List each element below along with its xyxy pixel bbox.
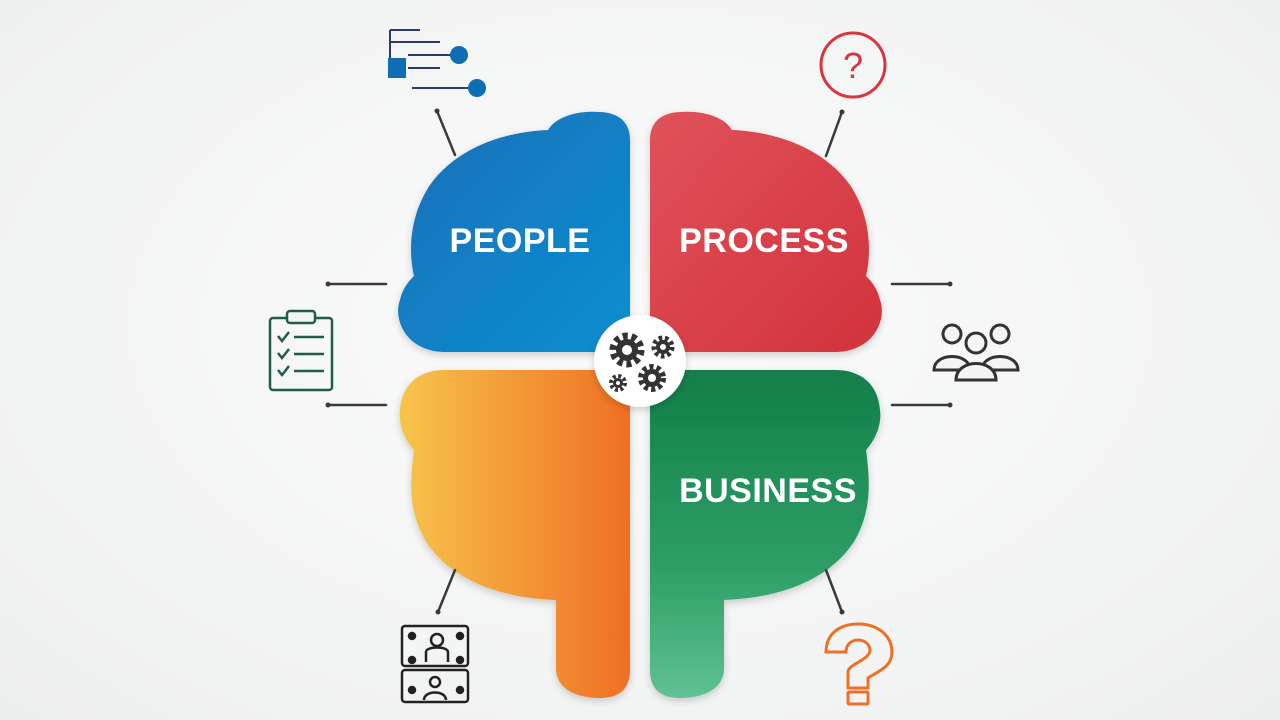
org-chart-icon	[388, 29, 486, 97]
business-label: BUSINESS	[679, 472, 857, 510]
business-quadrant: BUSINESS	[650, 370, 881, 698]
question-circle-icon: ?	[819, 31, 887, 99]
orange-quadrant	[399, 370, 630, 698]
connector-top-right	[824, 110, 844, 158]
svg-text:?: ?	[843, 45, 863, 86]
connectors	[325, 108, 953, 615]
clipboard-checklist-icon	[268, 309, 334, 392]
meeting-board-icon	[400, 624, 470, 704]
process-quadrant: PROCESS	[650, 111, 882, 352]
business-shape	[650, 370, 881, 698]
people-shape	[398, 111, 630, 352]
gears-icon	[594, 315, 686, 407]
connector-top-left	[435, 109, 457, 157]
process-shape	[650, 111, 882, 352]
team-group-icon	[932, 323, 1020, 382]
connector-bottom-right	[824, 568, 844, 614]
orange-shape	[399, 370, 630, 698]
people-label: PEOPLE	[450, 222, 591, 260]
question-mark-icon	[824, 622, 894, 706]
process-label: PROCESS	[679, 222, 849, 260]
connector-bottom-left	[436, 568, 457, 614]
people-quadrant: PEOPLE	[398, 111, 630, 352]
